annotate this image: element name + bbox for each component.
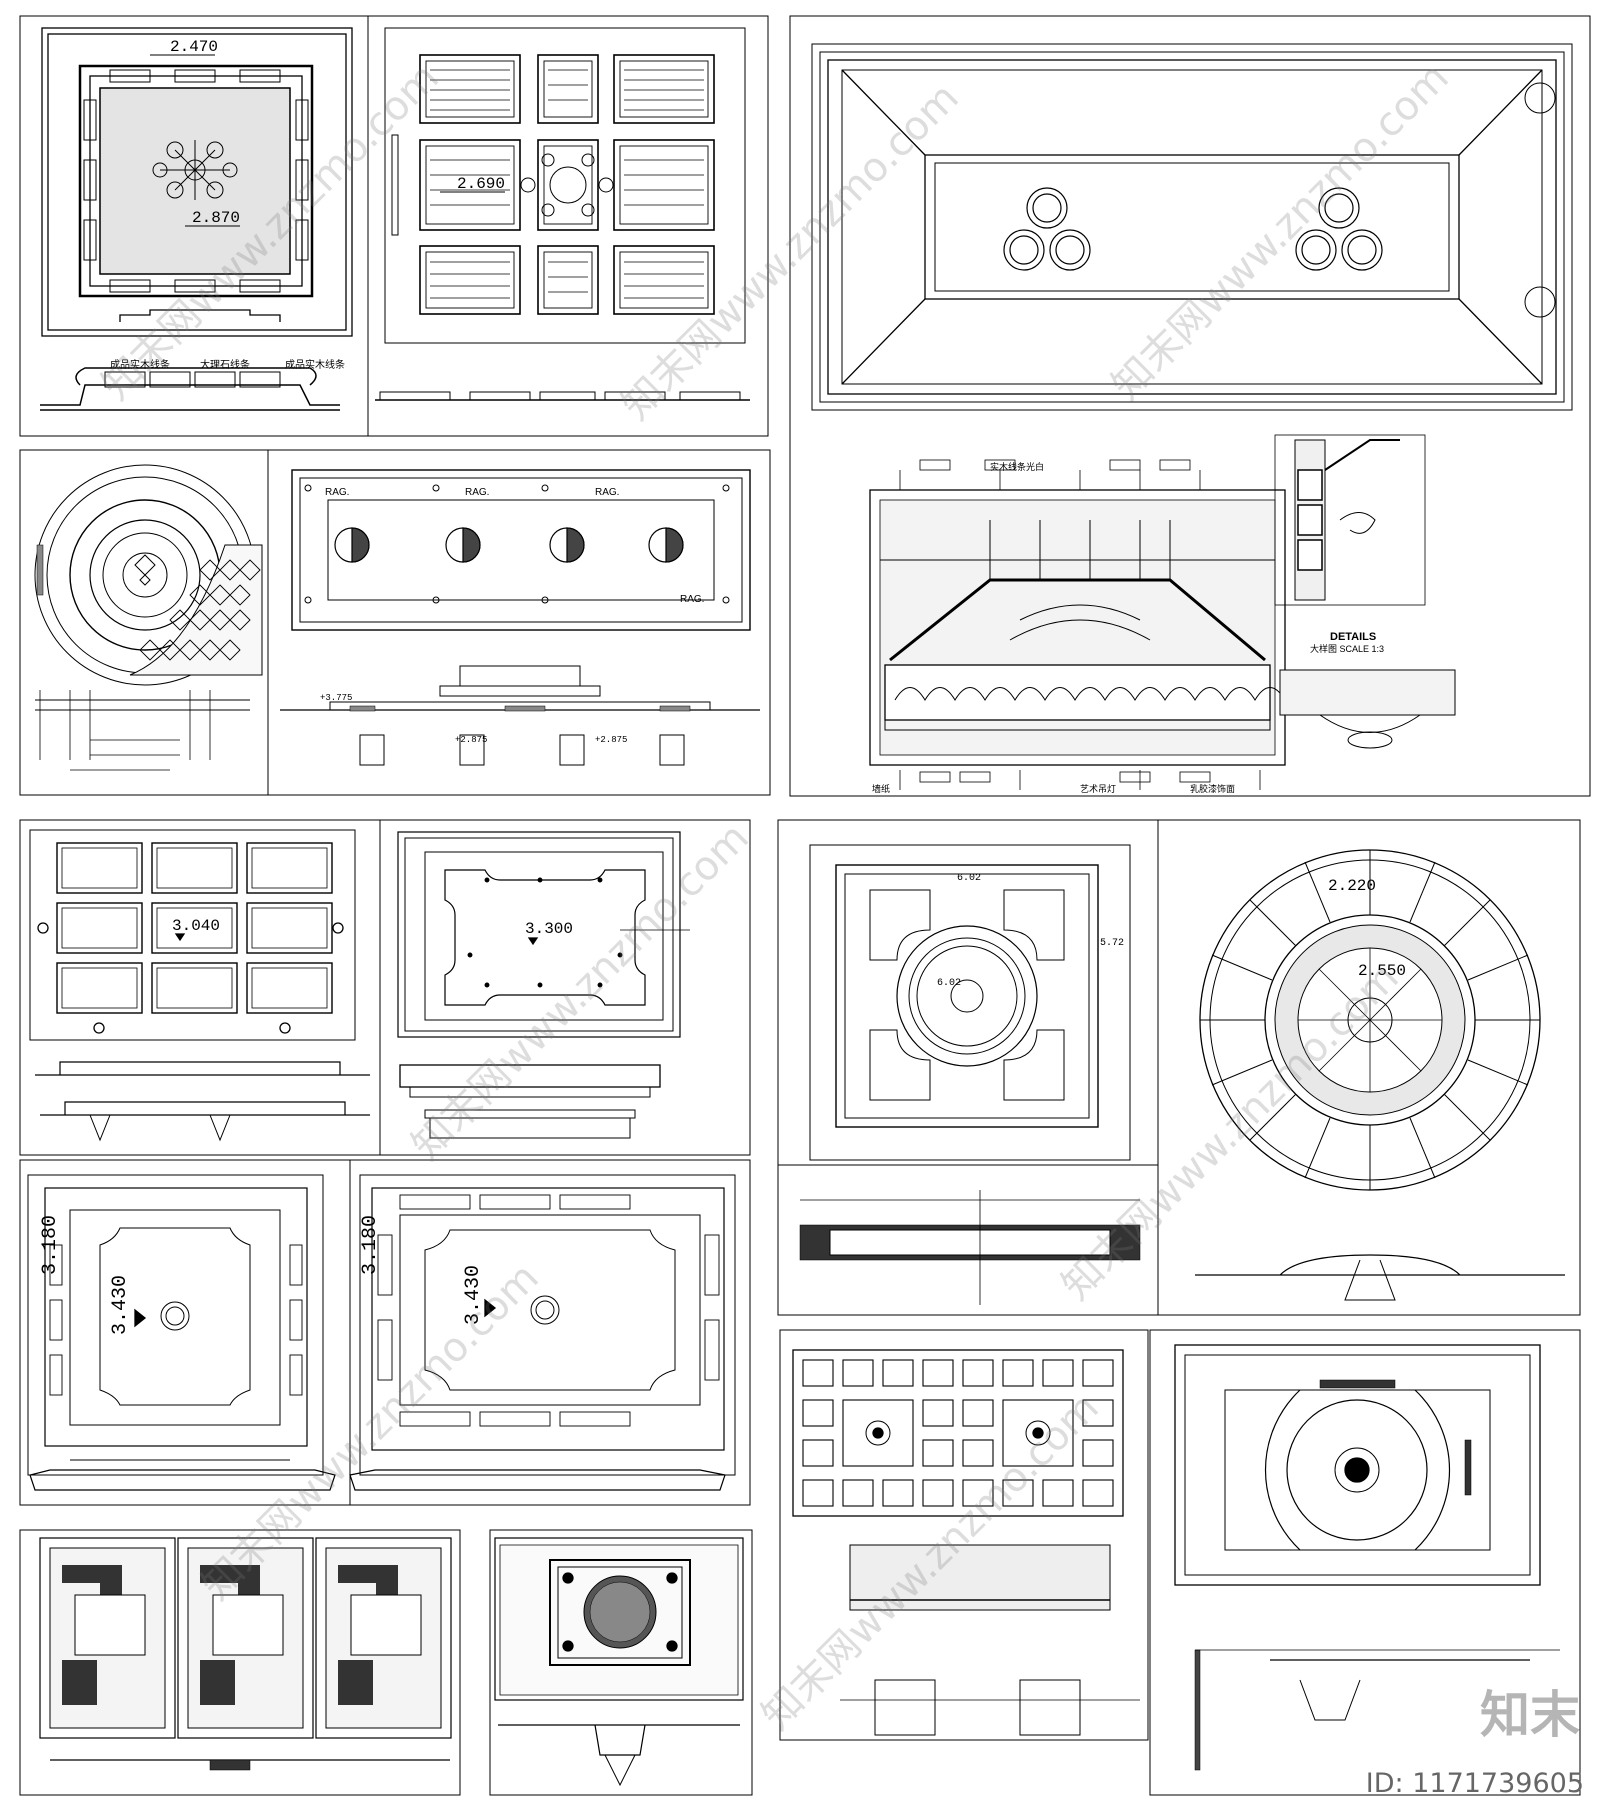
panel-section-details: 墙纸 实木线条光白 艺术吊灯 乳胶漆饰面 DETAILS 大样图 SCALE 1… [869,434,1456,794]
dim-3430-right: 3.430 [462,1265,485,1325]
label-left: 成品实木线条 [110,358,170,371]
note-4: 乳胶漆饰面 [1190,783,1235,794]
panel-round-grid [489,1529,753,1796]
panel-cut-corner: 3.300 [379,819,751,1156]
elev-3: +2.875 [595,735,627,745]
panel-coffer-grid [779,1329,1149,1741]
panel-pair-right: 3.180 3.430 [349,1159,751,1506]
dim-2220: 2.220 [1328,877,1376,895]
panel-square-ceiling: 2.470 2.870 成品实木线条 大理石线条 成品实木线条 [19,15,369,437]
dim-center: 2.870 [192,209,240,227]
dim-5-72: 5.72 [1100,938,1124,949]
brand-logo: 知末 [1480,1686,1580,1744]
dim-3300: 3.300 [525,920,573,938]
dim-grid: 2.690 [457,175,505,193]
image-id: ID: 1171739605 [1365,1768,1584,1799]
dim-6-02a: 6.02 [957,873,981,884]
note-3: 艺术吊灯 [1080,783,1116,794]
panel-square-round: 6.02 5.72 6.02 [777,819,1159,1166]
dim-grid-9: 3.040 [172,917,220,935]
elev-2: +2.875 [455,735,487,745]
panel-pair-left: 3.180 3.430 [19,1159,351,1506]
details-scale: 大样图 SCALE 1:3 [1310,643,1384,654]
panel-nine-grid: 3.040 [19,819,381,1156]
dim-6-02b: 6.02 [937,978,961,989]
dim-3430-left: 3.430 [109,1275,132,1335]
panel-big-circle: 2.220 2.550 [1157,819,1581,1316]
label-right: 成品实木线条 [285,358,345,371]
dim-top: 2.470 [170,38,218,56]
tag-3: RAG. [595,487,619,498]
panel-rect-ceiling [789,15,1591,797]
dim-3180-right: 3.180 [359,1215,382,1275]
panel-ring-rect [1149,1329,1581,1796]
dim-2550: 2.550 [1358,962,1406,980]
panel-grid-coffer: 2.690 [367,15,769,437]
panel-four-lights: RAG. RAG. RAG. RAG. +3.775 +2.875 +2.875 [267,449,771,796]
panel-triple-plans [19,1529,461,1796]
tag-4: RAG. [680,594,704,605]
elev-1: +3.775 [320,693,352,703]
panel-circle-ceiling [19,449,269,796]
tag-1: RAG. [325,487,349,498]
dim-3180-left: 3.180 [39,1215,62,1275]
tag-2: RAG. [465,487,489,498]
label-mid: 大理石线条 [200,358,250,371]
details-title: DETAILS [1330,631,1376,643]
panel-section-strip [777,1164,1159,1316]
note-2: 实木线条光白 [990,461,1044,472]
note-1: 墙纸 [872,783,890,794]
